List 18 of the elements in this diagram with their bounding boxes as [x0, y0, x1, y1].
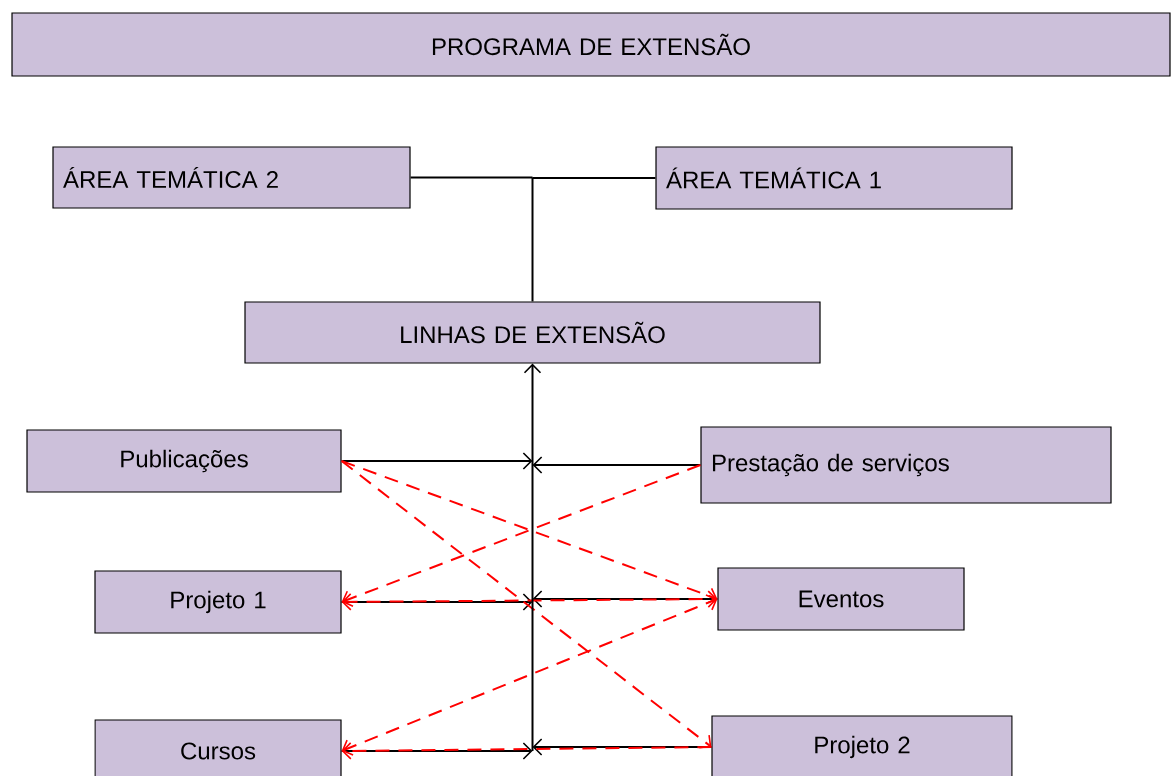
topic-box: Projeto 2 [711, 715, 1013, 776]
connector-arrow [340, 452, 533, 470]
topic-box: Publicações [26, 429, 342, 493]
dashed-arrow [341, 594, 718, 756]
trunk-line [531, 176, 534, 303]
topic-box: Projeto 1 [94, 570, 342, 634]
trunk-arrow [523, 363, 542, 752]
title-box: PROGRAMA DE EXTENSÃO [11, 12, 1171, 77]
topic-box: Eventos [717, 567, 965, 631]
topic-box: Cursos [94, 719, 342, 776]
topic-box: ÁREA TEMÁTICA 2 [52, 146, 411, 209]
topic-box: LINHAS DE EXTENSÃO [244, 301, 821, 364]
dashed-arrow [340, 460, 712, 749]
topic-box: Prestação de serviços [700, 426, 1112, 504]
connector-arrow [532, 456, 702, 474]
dashed-arrow [341, 742, 713, 760]
dashed-arrow [341, 590, 718, 611]
topic-box: ÁREA TEMÁTICA 1 [655, 146, 1013, 210]
